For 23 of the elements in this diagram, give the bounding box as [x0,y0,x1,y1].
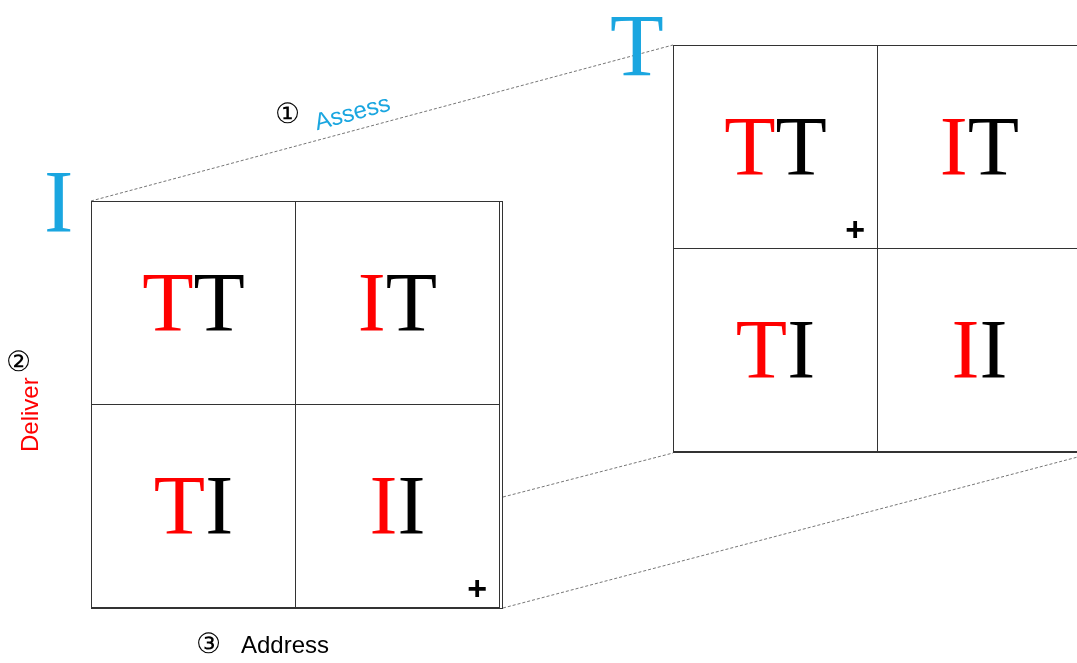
quadrant-code: TI [734,308,817,392]
circled-number: ① [275,100,300,128]
quadrant-code: TI [152,464,235,548]
circled-number: ② [6,348,31,376]
grid-box [673,45,1077,453]
quadrant-code: TT [723,105,828,189]
grid-cell [295,404,500,608]
axis-label: Assess [311,90,393,134]
grid-box [91,201,503,609]
quadrant-code: IT [938,105,1021,189]
quadrant-code: II [368,464,427,548]
axis-letter: T [610,2,664,90]
axis-label: Address [241,633,330,657]
quadrant-code: II [950,308,1009,392]
axis-label: Deliver [18,377,42,452]
dotted-line [90,44,674,202]
axis-letter: I [44,158,74,246]
quadrant-code: IT [356,261,439,345]
plus-sign: + [845,212,865,246]
circled-number: ③ [196,630,221,658]
plus-sign: + [467,571,487,605]
dotted-line [502,452,674,498]
quadrant-code: TT [141,261,246,345]
